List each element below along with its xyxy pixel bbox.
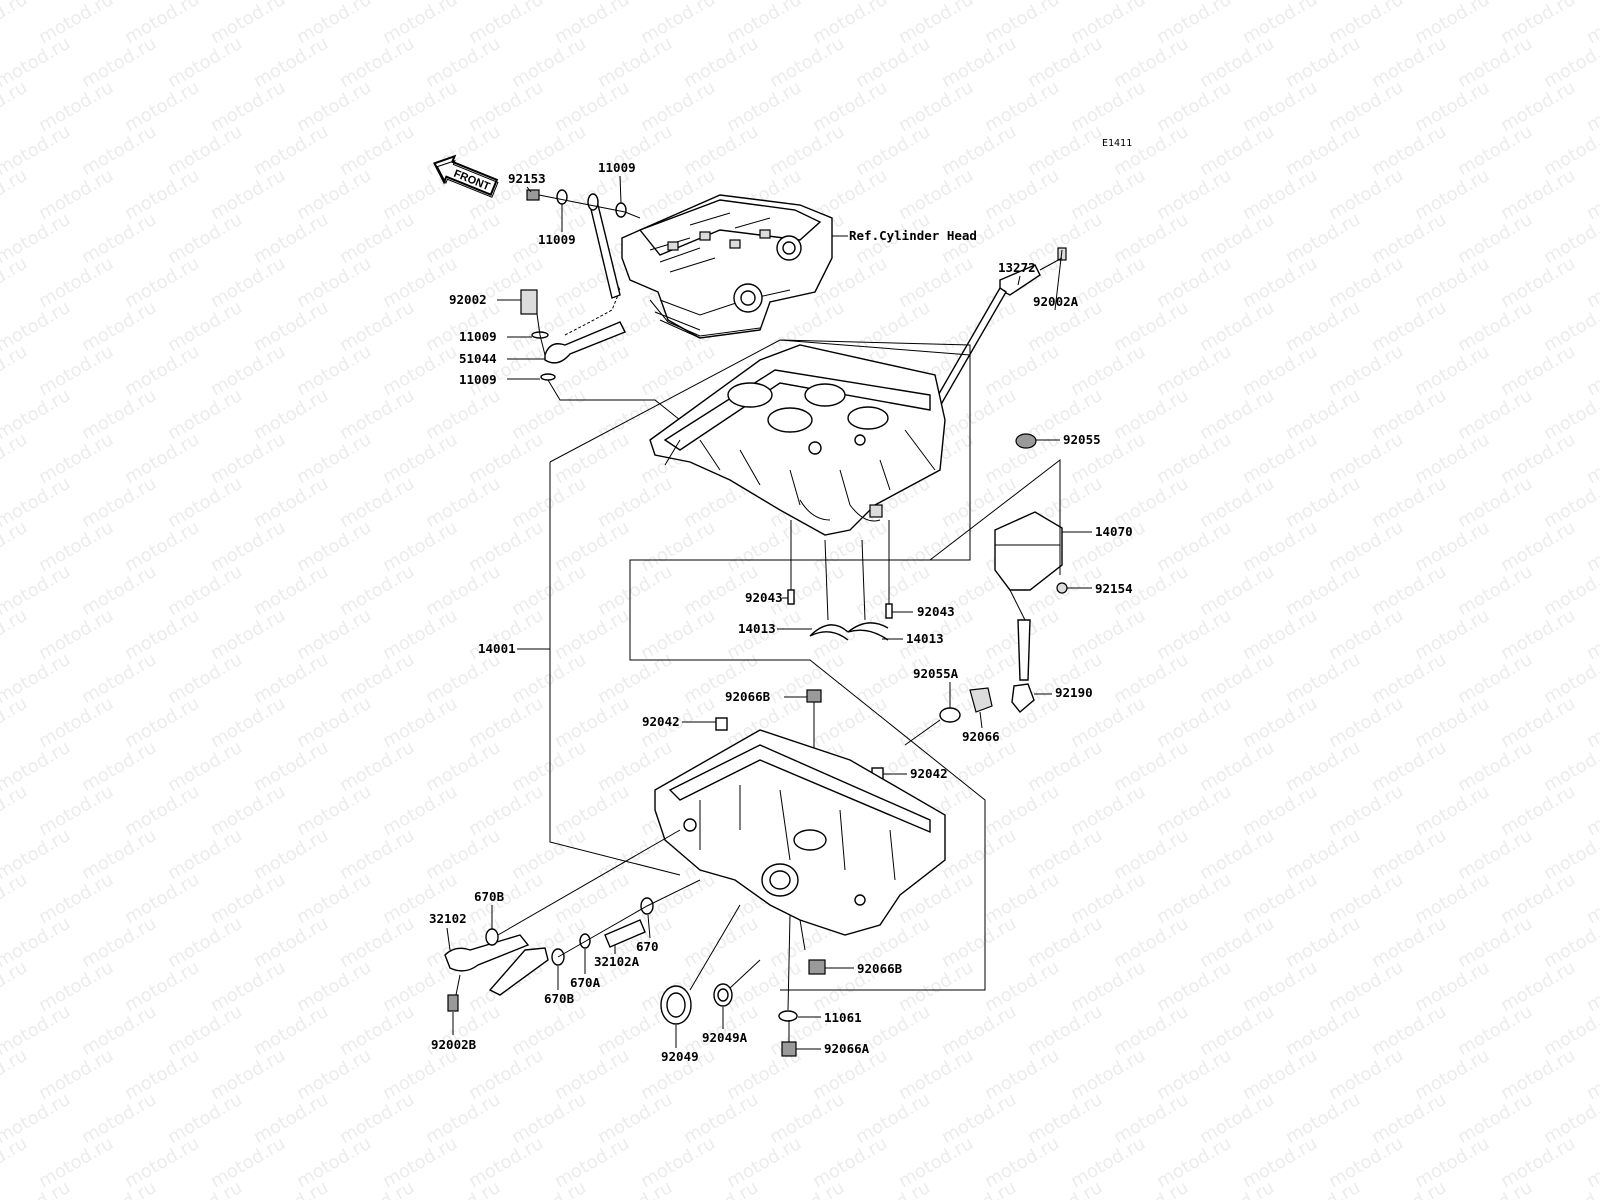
part-label-92190: 92190 [1055, 685, 1093, 700]
part-label-14013: 14013 [906, 631, 944, 646]
union-bolt-92002-icon [520, 289, 538, 315]
bolt-92153-icon [526, 189, 540, 201]
pipe-32102a-icon [604, 919, 646, 948]
part-label-92049a: 92049A [702, 1030, 748, 1045]
upper-crankcase-drawing [649, 344, 946, 536]
part-label-14001: 14001 [478, 641, 516, 656]
plug-92066b-top-icon [806, 689, 822, 703]
part-label-92066a: 92066A [824, 1041, 870, 1056]
part-label-92153: 92153 [508, 171, 546, 186]
diagram-code: E1411 [1102, 138, 1132, 149]
part-label-92055: 92055 [1063, 432, 1101, 447]
part-label-670a: 670A [570, 975, 601, 990]
part-label-92066: 92066 [962, 729, 1000, 744]
part-labels: 92153 11009 11009 92002 11009 51044 1100… [429, 160, 1133, 1064]
part-label-11009: 11009 [459, 372, 497, 387]
part-label-11061: 11061 [824, 1010, 862, 1025]
part-label-92154: 92154 [1095, 581, 1133, 596]
part-label-32102: 32102 [429, 911, 467, 926]
part-label-92066b: 92066B [725, 689, 771, 704]
part-label-13272: 13272 [998, 260, 1036, 275]
part-label-92043: 92043 [745, 590, 783, 605]
part-label-92055a: 92055A [913, 666, 959, 681]
lower-crankcase-drawing [654, 729, 946, 951]
part-label-670: 670 [636, 939, 659, 954]
part-label-11009: 11009 [459, 329, 497, 344]
part-label-92043: 92043 [917, 604, 955, 619]
plug-92066a-icon [781, 1041, 797, 1057]
part-label-11009: 11009 [538, 232, 576, 247]
washer-11061-icon [778, 1010, 798, 1022]
ref-cylinder-head-label: Ref.Cylinder Head [849, 228, 977, 243]
part-label-92042: 92042 [910, 766, 948, 781]
part-label-92002: 92002 [449, 292, 487, 307]
cylinder-head-drawing [621, 194, 848, 339]
part-label-670b: 670B [474, 889, 505, 904]
part-label-51044: 51044 [459, 351, 497, 366]
part-label-92066b: 92066B [857, 961, 903, 976]
part-label-32102a: 32102A [594, 954, 640, 969]
part-label-14070: 14070 [1095, 524, 1133, 539]
front-arrow-icon: FRONT [433, 154, 499, 198]
part-label-670b: 670B [544, 991, 575, 1006]
part-label-92042: 92042 [642, 714, 680, 729]
part-label-14013: 14013 [738, 621, 776, 636]
part-label-92002b: 92002B [431, 1037, 477, 1052]
plug-92066b-bottom-icon [808, 959, 826, 975]
part-label-92049: 92049 [661, 1049, 699, 1064]
grommet-92055-icon [1015, 433, 1037, 449]
oil-pipe-32102-icon [444, 934, 530, 972]
part-label-11009: 11009 [598, 160, 636, 175]
bolt-92002b-icon [447, 994, 459, 1012]
